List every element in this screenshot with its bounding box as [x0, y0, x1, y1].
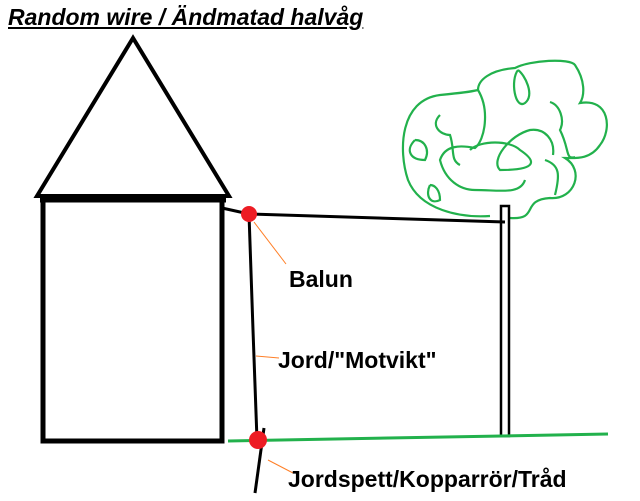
house-wall	[40, 197, 225, 444]
house-roof	[33, 34, 233, 198]
counterpoise-label: Jord/"Motvikt"	[278, 347, 437, 373]
balun-leader	[253, 221, 287, 265]
leader-lines	[253, 221, 294, 474]
pole	[499, 204, 511, 438]
counterpoise-leader	[255, 355, 280, 359]
ground-line	[227, 432, 609, 443]
house	[33, 34, 233, 444]
ground-node	[249, 431, 267, 449]
ground-rod-leader	[267, 459, 294, 474]
diagram-title: Random wire / Ändmatad halvåg	[8, 4, 364, 30]
tree	[401, 59, 608, 220]
balun-node	[241, 206, 257, 222]
counterpoise-wire	[247, 213, 259, 441]
ground-rod-label: Jordspett/Kopparrör/Tråd	[288, 466, 567, 492]
balun-label: Balun	[289, 266, 353, 292]
